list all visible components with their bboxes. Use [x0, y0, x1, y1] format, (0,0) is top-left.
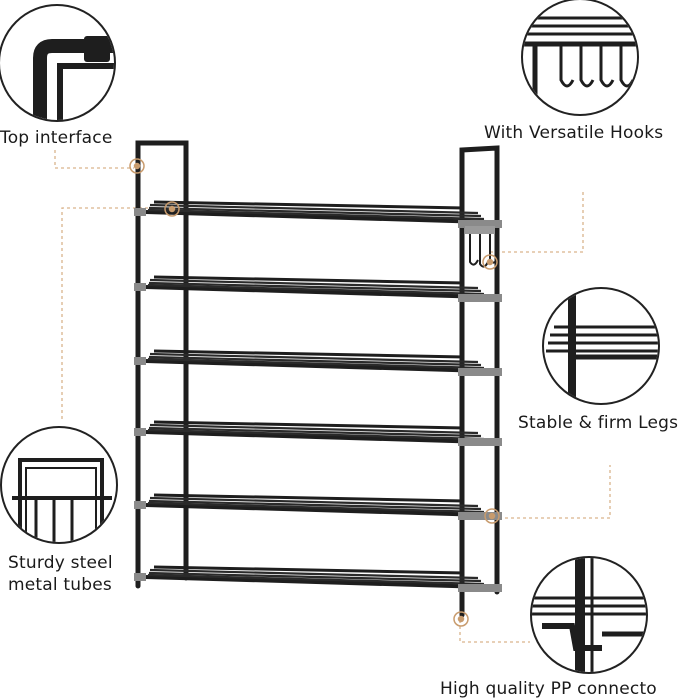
label-top-interface: Top interface: [0, 128, 113, 148]
label-connector: High quality PP connecto: [440, 679, 657, 699]
pp-connectors: [134, 208, 502, 592]
steel-tubes-icon: [12, 458, 112, 542]
hooks-icon: [523, 16, 637, 114]
shelves: [144, 200, 488, 589]
leg-joint-icon: [546, 289, 658, 403]
detail-circle-connector: [530, 556, 648, 674]
label-hooks: With Versatile Hooks: [484, 123, 664, 143]
label-tubes-line1: Sturdy steel: [8, 553, 113, 573]
label-tubes-line2: metal tubes: [8, 575, 112, 595]
label-legs: Stable & firm Legs: [518, 413, 679, 433]
detail-circle-top-interface: [0, 4, 116, 122]
rack-hooks: [465, 226, 499, 268]
detail-circle-tubes: [0, 426, 118, 544]
detail-circle-legs: [542, 287, 660, 405]
markers: [129, 158, 500, 627]
connector-icon: [532, 558, 646, 672]
detail-circle-hooks: [521, 0, 639, 116]
elbow-joint-icon: [33, 36, 114, 120]
right-posts: [459, 145, 500, 618]
